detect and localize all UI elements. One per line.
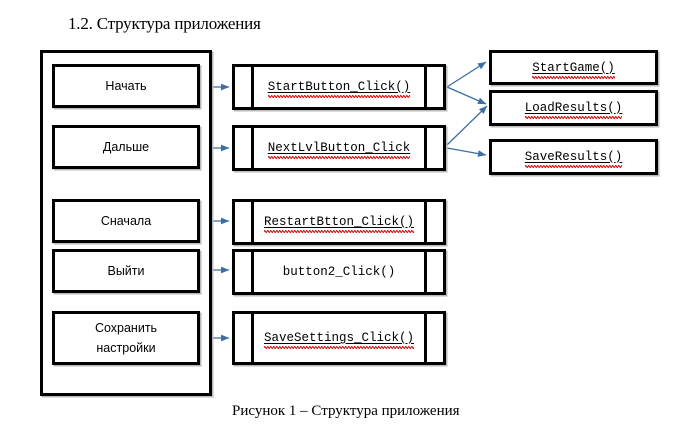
handler-name-compartment: NextLvlButton_Click [254, 128, 424, 168]
ui-button-label: Дальше [102, 140, 150, 154]
handler-right-compartment [424, 202, 443, 242]
handler-left-compartment [235, 252, 254, 292]
ui-button-dalshe[interactable]: Дальше [52, 125, 200, 169]
function-startgame[interactable]: StartGame() [489, 50, 658, 85]
handler-left-compartment [235, 314, 254, 362]
handler-label: RestartBtton_Click() [263, 215, 415, 233]
ui-button-label: Выйти [107, 264, 145, 278]
handler-savesettings-click[interactable]: SaveSettings_Click() [232, 311, 446, 365]
arrow-startbutton-to-loadresults [446, 86, 487, 105]
handler-label: SaveSettings_Click() [263, 331, 415, 349]
handler-name-compartment: SaveSettings_Click() [254, 314, 424, 362]
handler-nextlvlbutton-click[interactable]: NextLvlButton_Click [232, 125, 446, 171]
ui-button-label: Сохранить настройки [94, 321, 158, 355]
ui-button-sohranit-nastroyki[interactable]: Сохранить настройки [52, 311, 200, 365]
handler-label: NextLvlButton_Click [267, 141, 411, 159]
ui-button-nachat[interactable]: Начать [52, 64, 200, 108]
function-loadresults[interactable]: LoadResults() [489, 90, 658, 126]
ui-button-vyiti[interactable]: Выйти [52, 249, 200, 293]
handler-label: button2_Click() [282, 265, 396, 279]
function-label: LoadResults() [524, 101, 623, 119]
section-heading: 1.2. Структура приложения [68, 14, 261, 33]
handler-label: StartButton_Click() [267, 80, 411, 98]
handler-right-compartment [424, 67, 443, 107]
ui-button-label: Сначала [100, 214, 152, 228]
function-label: SaveResults() [524, 150, 623, 168]
arrow-nextlvl-to-saveresults [446, 147, 487, 157]
handler-left-compartment [235, 67, 254, 107]
handler-restartbtton-click[interactable]: RestartBtton_Click() [232, 199, 446, 245]
ui-button-label: Начать [105, 79, 147, 93]
handler-startbutton-click[interactable]: StartButton_Click() [232, 64, 446, 110]
handler-name-compartment: button2_Click() [254, 252, 424, 292]
arrow-startbutton-to-startgame [446, 61, 487, 88]
handler-left-compartment [235, 202, 254, 242]
handler-name-compartment: RestartBtton_Click() [254, 202, 424, 242]
arrow-nextlvl-to-loadresults [446, 105, 488, 146]
handler-button2-click[interactable]: button2_Click() [232, 249, 446, 295]
handler-right-compartment [424, 314, 443, 362]
figure-caption: Рисунок 1 – Структура приложения [232, 403, 460, 419]
handler-right-compartment [424, 252, 443, 292]
function-saveresults[interactable]: SaveResults() [489, 139, 658, 175]
handler-right-compartment [424, 128, 443, 168]
handler-name-compartment: StartButton_Click() [254, 67, 424, 107]
ui-button-snachala[interactable]: Сначала [52, 199, 200, 243]
handler-left-compartment [235, 128, 254, 168]
function-label: StartGame() [532, 60, 615, 79]
